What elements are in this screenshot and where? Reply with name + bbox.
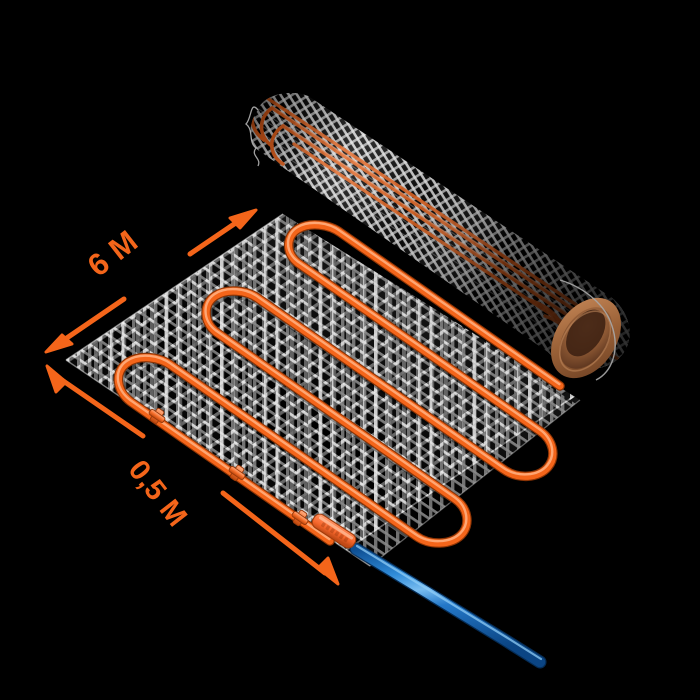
- cable-clip: [228, 464, 246, 482]
- length-dimension-arrow: [44, 208, 258, 354]
- width-dimension-arrow: [45, 364, 340, 586]
- cable-coupling-sleeve: [311, 513, 357, 549]
- roll-far-edge: [245, 106, 260, 167]
- roll-near-edge: [559, 279, 616, 381]
- cable-clip: [148, 407, 166, 425]
- cable-clip: [291, 509, 309, 527]
- power-cable-assembly: [311, 513, 547, 669]
- cable-clips-group: [148, 407, 309, 527]
- cardboard-core-tube: [551, 297, 621, 379]
- heating-cable-serpentine: [113, 220, 567, 552]
